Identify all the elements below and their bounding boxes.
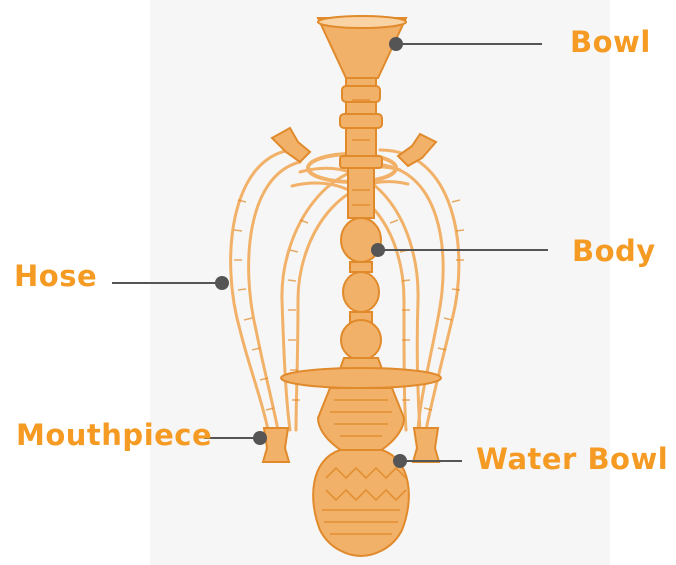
leader-dot-bowl bbox=[389, 37, 403, 51]
leader-dot-hose bbox=[215, 276, 229, 290]
label-hose: Hose bbox=[14, 259, 97, 293]
label-body: Body bbox=[572, 234, 656, 268]
leader-dot-body bbox=[371, 243, 385, 257]
label-water-bowl: Water Bowl bbox=[476, 442, 668, 476]
label-bowl: Bowl bbox=[570, 25, 651, 59]
leader-dot-mouthpiece bbox=[253, 431, 267, 445]
leader-dot-water-bowl bbox=[393, 454, 407, 468]
label-mouthpiece: Mouthpiece bbox=[16, 418, 212, 452]
